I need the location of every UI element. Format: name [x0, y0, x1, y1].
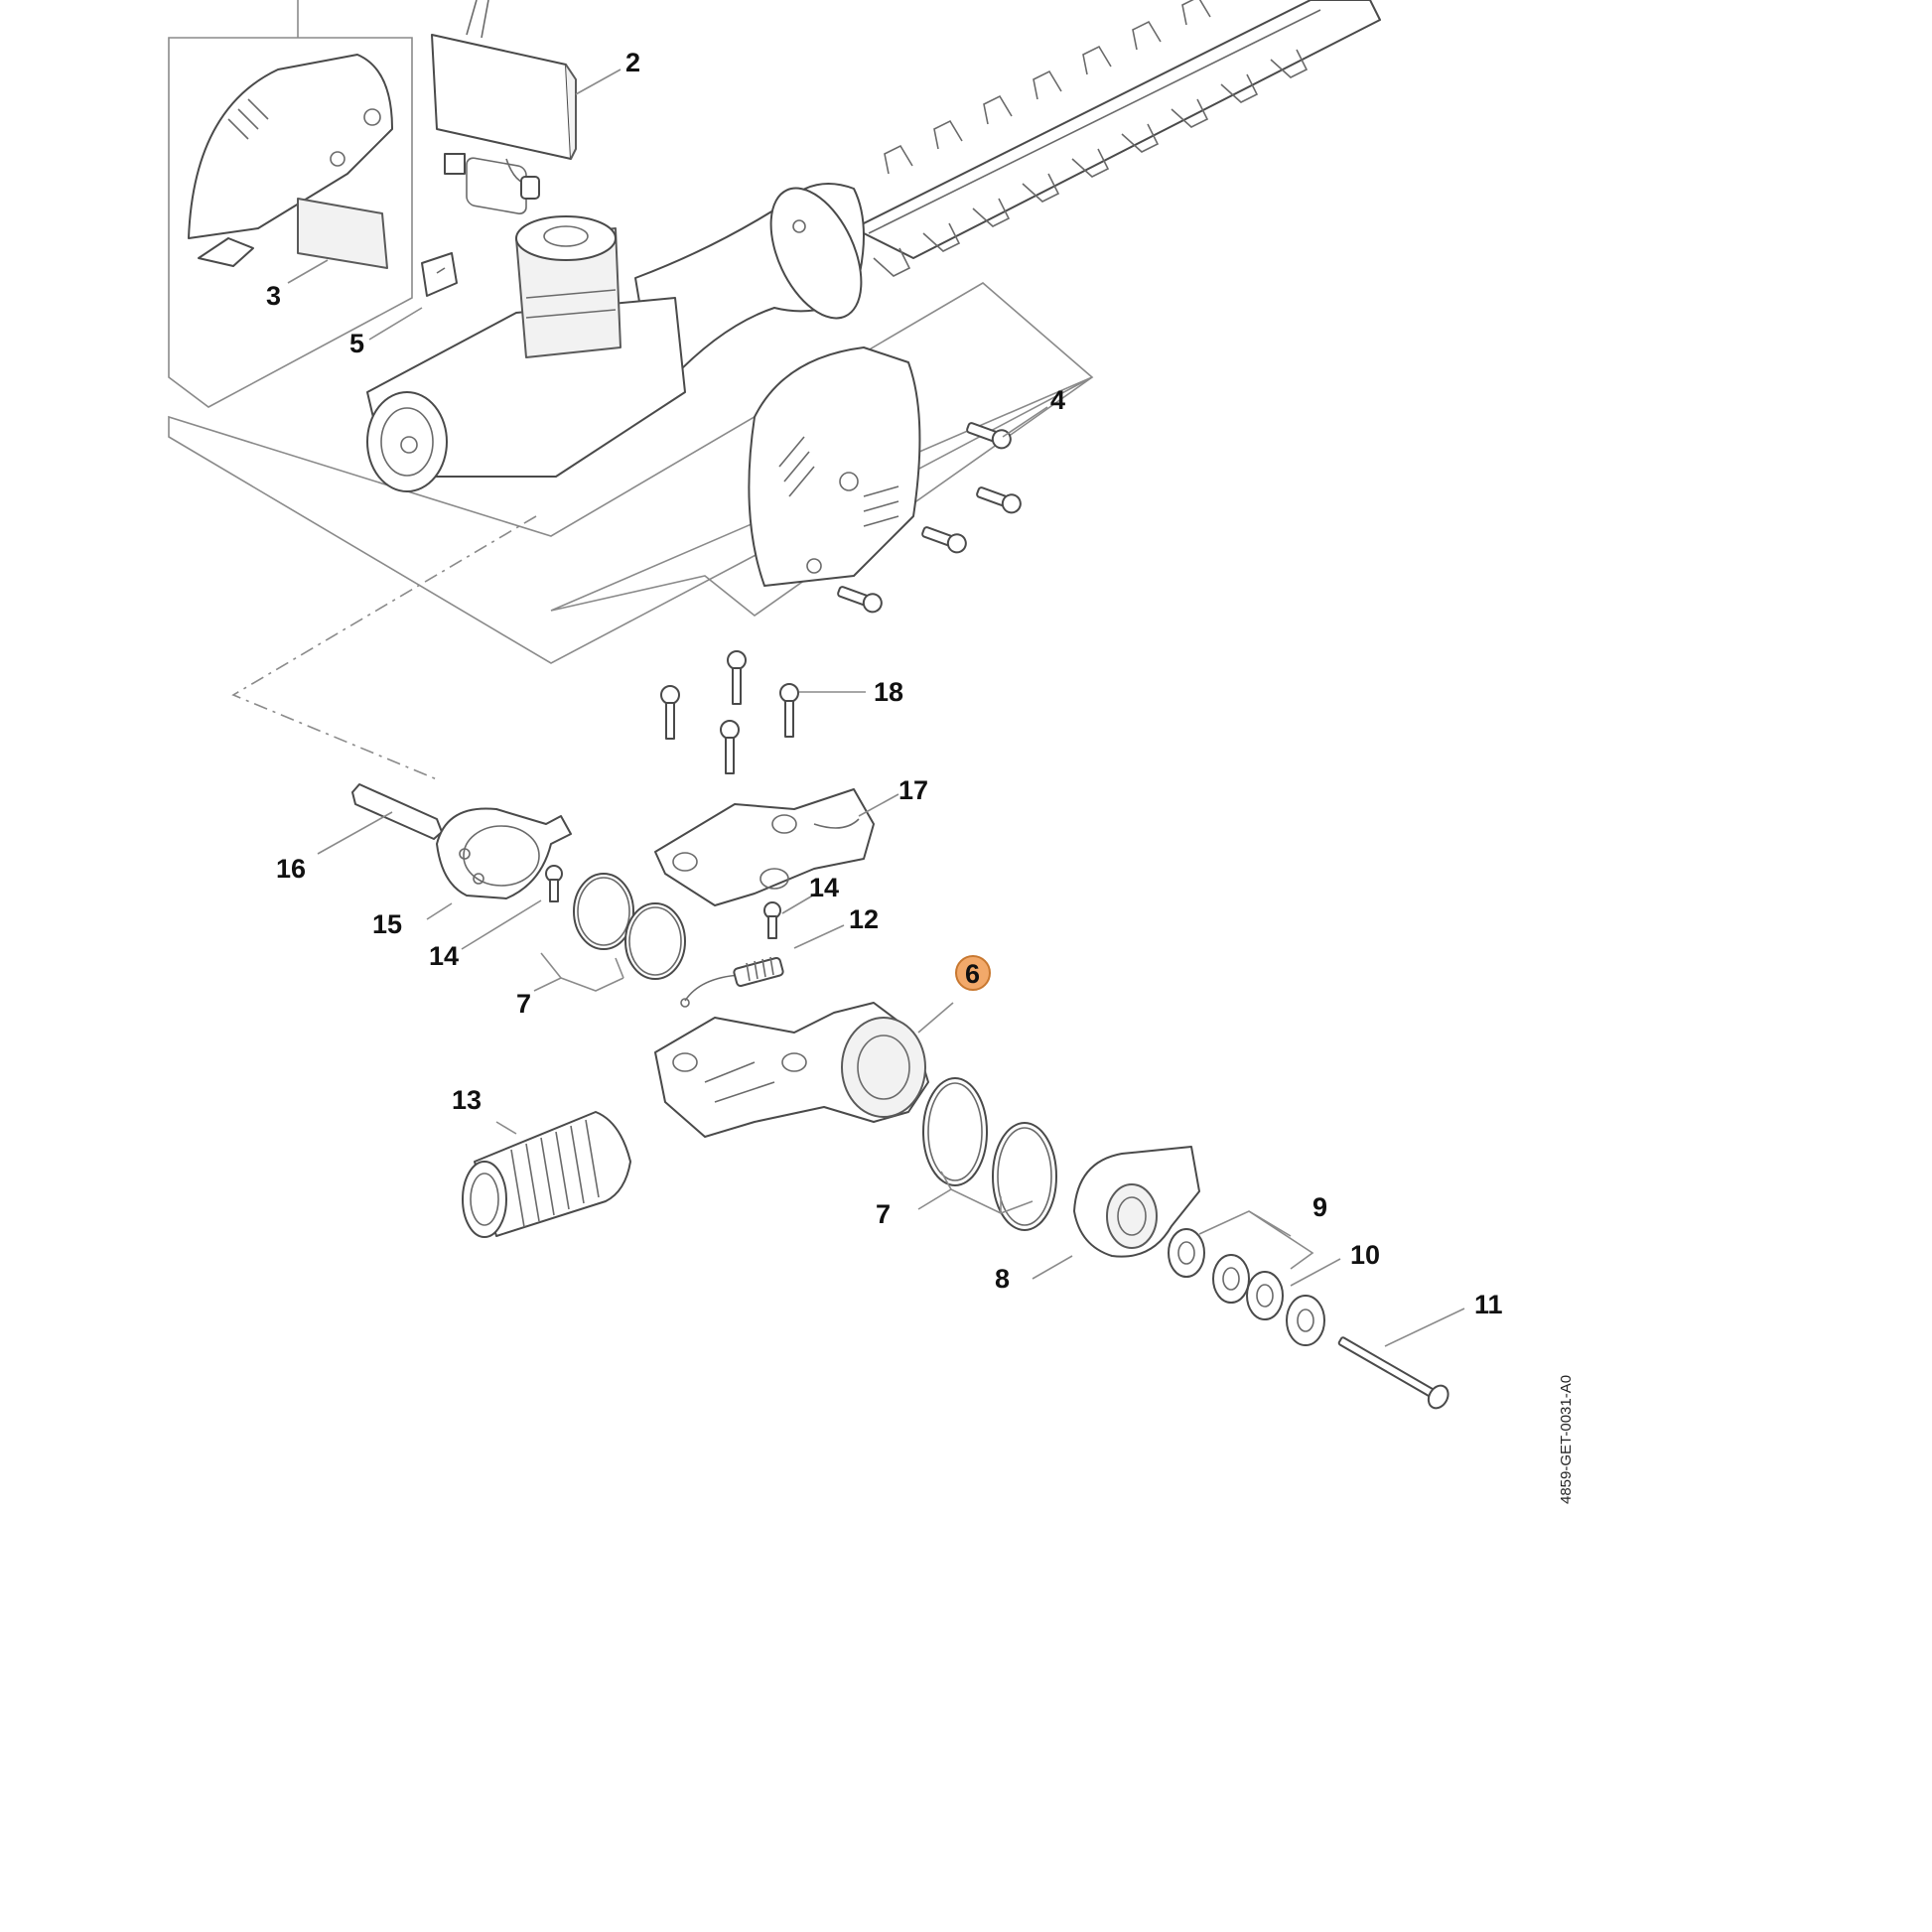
- callout-3: 3: [266, 281, 281, 311]
- callout-5: 5: [349, 329, 364, 358]
- callout-18: 18: [874, 677, 903, 707]
- gear-cover: [654, 788, 875, 906]
- callout-4: 4: [1050, 385, 1065, 415]
- leader-lines: [287, 69, 1465, 1347]
- callout-13: 13: [452, 1085, 482, 1115]
- switch-part: [421, 252, 458, 297]
- bearing-housing: [1073, 1146, 1200, 1258]
- retaining-rings-upper: [573, 873, 686, 980]
- spring-cable: [680, 956, 784, 1008]
- callout-8: 8: [995, 1264, 1010, 1294]
- callout-9: 9: [1312, 1192, 1327, 1222]
- callout-7-upper: 7: [516, 989, 531, 1019]
- gear-housing-screws: [660, 650, 799, 774]
- gear-housing: [654, 1002, 929, 1138]
- callout-14-left: 14: [429, 941, 459, 971]
- gear-cover-screw: [763, 901, 781, 939]
- clamp-ring: [436, 807, 572, 899]
- handle-cover: [188, 54, 393, 269]
- callout-15: 15: [372, 909, 402, 939]
- washers: [1168, 1228, 1284, 1320]
- motor-housing: [366, 215, 686, 492]
- side-cover: [748, 346, 921, 587]
- electronics-module: [431, 0, 577, 214]
- drawing-number: 4859-GET-0031-A0: [1558, 1375, 1575, 1504]
- callout-2: 2: [625, 48, 640, 77]
- callout-6-highlight-circle: [955, 955, 991, 991]
- callout-12: 12: [849, 904, 879, 934]
- callout-10: 10: [1350, 1240, 1380, 1270]
- callout-14-right: 14: [809, 873, 839, 902]
- bellows: [462, 1111, 631, 1238]
- callout-16: 16: [276, 854, 306, 884]
- callout-17: 17: [898, 775, 928, 805]
- retaining-rings-lower: [922, 1077, 1057, 1231]
- callout-11: 11: [1474, 1290, 1503, 1319]
- callout-6: 6: [965, 959, 980, 989]
- single-washer: [1286, 1295, 1325, 1346]
- callout-labels: 2 3 4 5 6 7 7 8 9 10 11 12 13 14 14 15 1…: [266, 48, 1503, 1319]
- hedge-trimmer-blade: [634, 0, 1381, 398]
- clamp-screw: [545, 865, 563, 902]
- callout-7-lower: 7: [876, 1199, 891, 1229]
- pin: [351, 783, 443, 840]
- long-bolt: [1337, 1336, 1449, 1410]
